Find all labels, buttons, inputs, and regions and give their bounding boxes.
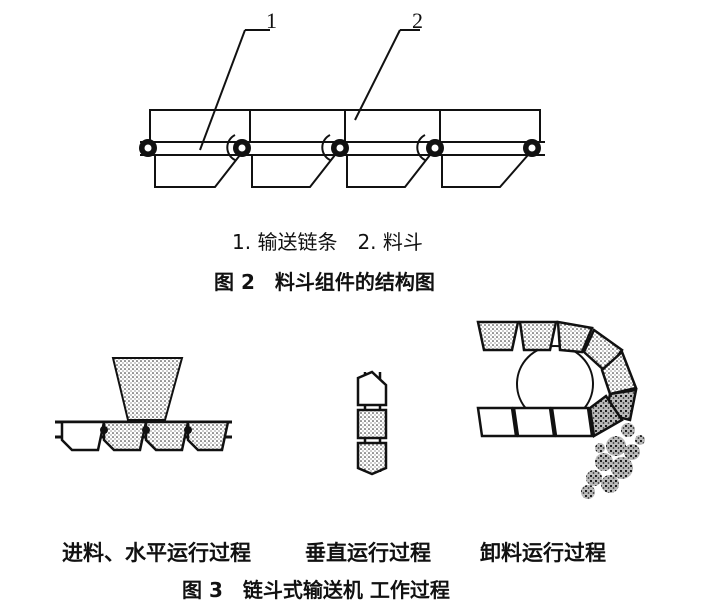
leader-line-2-diag [354, 29, 401, 121]
horizontal-bucket [186, 420, 230, 452]
discharge-bucket [588, 394, 624, 438]
figure2-bucket-assembly [140, 29, 545, 188]
caption-vertical: 垂直运行过程 [305, 541, 431, 565]
caption-feeding-horizontal: 进料、水平运行过程 [62, 541, 251, 565]
stage-discharge [476, 320, 645, 499]
bucket-4 [441, 154, 529, 188]
discharge-bucket [550, 406, 594, 438]
chain-pins [139, 139, 541, 157]
discharge-bucket [556, 320, 594, 354]
discharge-bucket [476, 320, 520, 352]
feed-hopper [111, 357, 184, 421]
horizontal-bucket [102, 420, 148, 452]
falling-material [581, 423, 645, 499]
vertical-bucket [356, 370, 388, 407]
leader-line-1-diag [199, 29, 246, 151]
horizontal-bucket [60, 420, 106, 452]
stage-feeding-horizontal [55, 357, 232, 452]
horizontal-bucket [144, 420, 190, 452]
bucket-3 [346, 154, 431, 188]
callout-label-1: 1 [266, 8, 277, 33]
callout-label-2: 2 [412, 8, 423, 33]
figure2-legend: 1. 输送链条 2. 料斗 [232, 230, 423, 254]
bucket-1 [154, 154, 241, 188]
vertical-bucket [356, 441, 388, 476]
discharge-bucket [512, 406, 556, 438]
vertical-bucket [356, 408, 388, 440]
discharge-bucket [476, 406, 518, 438]
stage-vertical [356, 370, 388, 476]
caption-discharge: 卸料运行过程 [480, 541, 606, 565]
bucket-2 [251, 154, 336, 188]
figure2-title: 图 2 料斗组件的结构图 [214, 270, 435, 294]
discharge-bucket [518, 320, 558, 352]
figure3-title: 图 3 链斗式输送机 工作过程 [182, 578, 450, 602]
